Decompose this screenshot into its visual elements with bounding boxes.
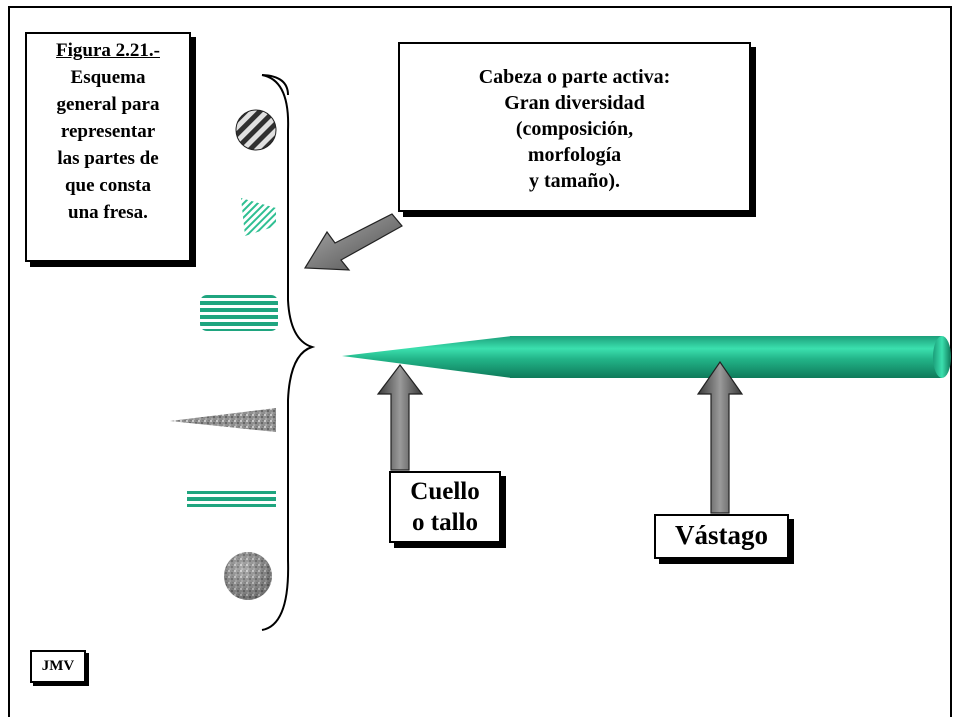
shank-label-box: Vástago	[654, 514, 789, 559]
head-label-box: Cabeza o parte activa: Gran diversidad (…	[398, 42, 751, 212]
author-initials-box: JMV	[30, 650, 86, 683]
flame-stone-head-icon	[170, 408, 276, 432]
neck-label-box: Cuello o tallo	[389, 471, 501, 543]
round-striped-head-icon	[235, 109, 277, 151]
figure-caption-line: Esquema	[70, 67, 146, 88]
cylinder-head-icon	[200, 295, 278, 331]
author-initials: JMV	[41, 658, 75, 674]
head-label-line: morfología	[527, 144, 622, 166]
figure-frame	[8, 6, 952, 717]
round-stone-head-icon	[224, 552, 272, 600]
figure-caption-line: general para	[56, 94, 160, 115]
figure-caption-line: las partes de	[57, 148, 159, 169]
inverted-cone-head-icon	[241, 198, 276, 236]
figure-caption: Figura 2.21.- Esquema general para repre…	[25, 32, 191, 262]
shank-label: Vástago	[675, 520, 768, 550]
brace-top-tick	[261, 74, 289, 96]
neck-label-line: o tallo	[412, 509, 478, 536]
thin-cylinder-head-icon	[187, 491, 276, 507]
head-pointer-arrow	[303, 213, 403, 271]
figure-caption-title: Figura 2.21.-	[56, 40, 160, 61]
shank-pointer-arrow	[696, 360, 744, 514]
bur-neck	[342, 336, 512, 378]
upper-brace	[261, 74, 316, 631]
neck-label-line: Cuello	[410, 478, 480, 505]
bur-body	[342, 336, 951, 378]
figure-caption-line: representar	[60, 121, 156, 142]
head-label-line: Gran diversidad	[504, 92, 645, 114]
figure-caption-line: una fresa.	[68, 202, 148, 223]
head-label-line: Cabeza o parte activa:	[478, 66, 671, 88]
neck-pointer-arrow	[376, 364, 424, 471]
bur-shank-end	[933, 336, 951, 378]
figure-caption-line: que consta	[64, 175, 152, 196]
head-label-line: y tamaño).	[528, 170, 621, 192]
head-label-line: (composición,	[515, 118, 634, 140]
